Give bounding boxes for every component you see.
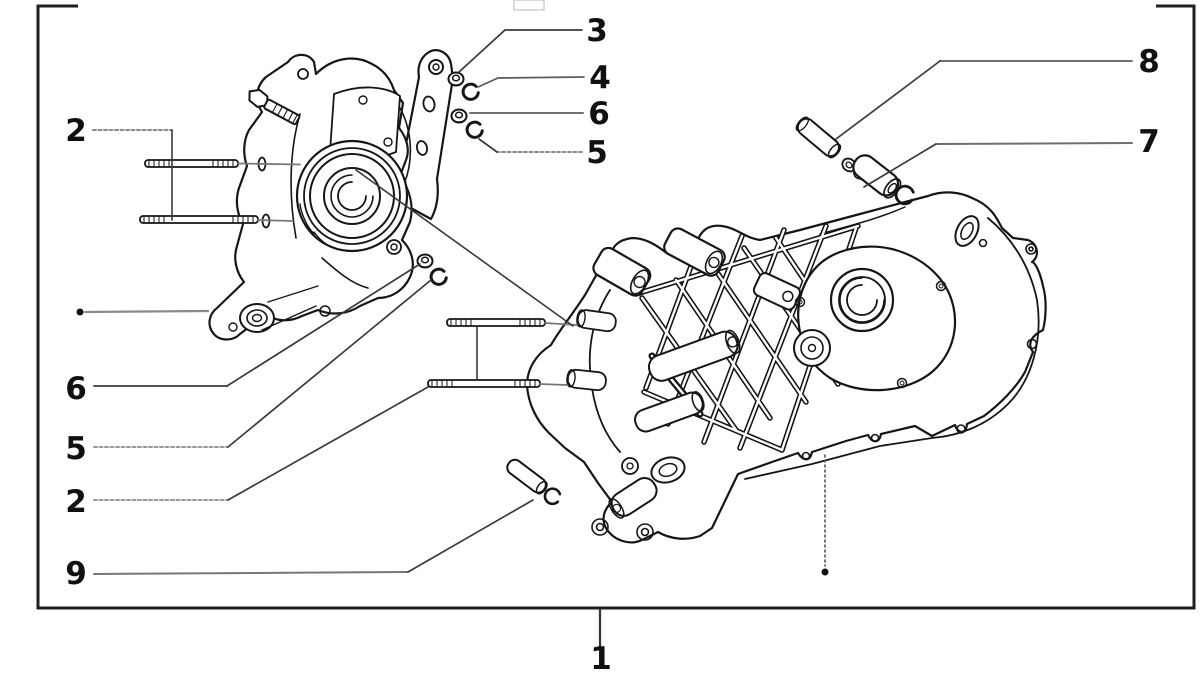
leader-4 xyxy=(477,76,585,88)
reference-diagonal xyxy=(355,169,574,327)
frame-border xyxy=(36,4,1196,610)
leader-9-d xyxy=(407,499,534,573)
engine-mount-lug-2 xyxy=(663,227,726,277)
channel-boss-3 xyxy=(752,272,801,311)
circlip-5-lower xyxy=(429,267,448,286)
leader-6-left-d xyxy=(226,263,421,387)
stud-2-upper-left xyxy=(144,159,239,168)
callout-1[interactable]: 1 xyxy=(590,641,612,673)
leader-8-d xyxy=(835,60,941,140)
circlip-4 xyxy=(461,82,480,101)
oil-seal xyxy=(793,329,831,367)
snap-ring-7 xyxy=(894,184,915,206)
snap-ring-9 xyxy=(543,487,562,506)
callouts: 3 4 6 5 8 7 2 6 5 2 9 1 xyxy=(65,13,1160,673)
leader-5-left-d xyxy=(227,279,432,448)
crankcase-half-left xyxy=(208,49,454,341)
leader-9-h xyxy=(93,571,409,575)
dowel-boss xyxy=(608,477,658,519)
callout-6-top[interactable]: 6 xyxy=(588,96,610,132)
ear-bolt-hole xyxy=(297,68,309,80)
callout-3[interactable]: 3 xyxy=(586,13,608,49)
callout-9[interactable]: 9 xyxy=(65,556,87,592)
callout-7[interactable]: 7 xyxy=(1138,124,1160,160)
drain-opening xyxy=(650,456,686,484)
dot-leader-left xyxy=(83,309,210,314)
stud-2-lower-left xyxy=(139,215,259,224)
stud-2-mid-upper xyxy=(446,318,546,327)
crank-bore xyxy=(295,139,409,253)
gasket-face-line xyxy=(744,217,1040,480)
callout-2-upper[interactable]: 2 xyxy=(65,113,87,149)
stud-boss-upper xyxy=(576,309,617,333)
flange-bolt-holes xyxy=(591,238,1038,541)
leader-7-d xyxy=(863,143,937,188)
callout-5-left[interactable]: 5 xyxy=(65,431,87,467)
leader-2-lower-d xyxy=(227,386,429,501)
stud-boss-lower xyxy=(566,368,607,392)
nut-6-lower xyxy=(416,253,434,269)
dowel-pin-9 xyxy=(506,458,548,495)
leader-3 xyxy=(458,29,583,73)
dowel-pin-8 xyxy=(795,116,842,159)
bearing-cover-plate xyxy=(793,245,957,392)
scan-artifact xyxy=(513,0,545,11)
callout-4[interactable]: 4 xyxy=(589,60,611,96)
intake-boss xyxy=(239,303,275,333)
callout-2-lower[interactable]: 2 xyxy=(65,484,87,520)
callout-8[interactable]: 8 xyxy=(1138,44,1160,80)
circlip-5-upper xyxy=(465,120,484,139)
channel-boss-1 xyxy=(647,329,741,382)
dot-right xyxy=(821,568,829,576)
leader-7-h xyxy=(935,142,1133,145)
mount-slot xyxy=(954,215,980,247)
callout-6-left[interactable]: 6 xyxy=(65,371,87,407)
leader-lines xyxy=(76,29,1133,650)
nut-3 xyxy=(447,71,465,87)
stud-extension-lines xyxy=(237,162,578,386)
engine-mount-lug-1 xyxy=(592,246,652,297)
stud-2-mid-lower xyxy=(427,379,541,388)
callout-5-top[interactable]: 5 xyxy=(586,135,608,171)
dot-left xyxy=(76,308,84,316)
crankcase-half-right xyxy=(525,191,1047,544)
leader-5-top-d xyxy=(478,138,498,153)
hex-bolt xyxy=(248,88,301,126)
channel-boss-2 xyxy=(634,391,705,433)
nut-6-upper xyxy=(450,108,468,124)
